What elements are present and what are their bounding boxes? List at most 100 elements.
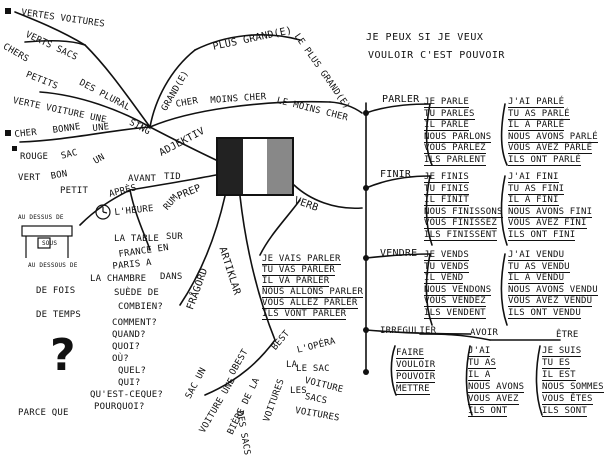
present-form: ILS PARLENT bbox=[424, 154, 486, 166]
avoir-form: IL A bbox=[468, 370, 491, 381]
past-form: VOUS AVEZ FINI bbox=[508, 218, 587, 229]
etre-form: NOUS SOMMES bbox=[542, 382, 604, 393]
past-form: J'AI FINI bbox=[508, 172, 559, 183]
avoir-form: J'AI bbox=[468, 346, 491, 357]
avoir-form: ILS ONT bbox=[468, 406, 508, 417]
avoir-form: VOUS AVEZ bbox=[468, 394, 519, 405]
adjektiv-item: PETIT bbox=[60, 186, 89, 196]
branch-lines bbox=[5, 8, 561, 416]
fragord-item: COMBIEN? bbox=[118, 302, 163, 312]
past-form: NOUS AVONS FINI bbox=[508, 206, 593, 218]
fragord-item: POURQUOI? bbox=[94, 402, 145, 412]
present-form: NOUS FINISSONS bbox=[424, 206, 503, 218]
verb-infinitive-finir: FINIR bbox=[380, 169, 412, 180]
present-form: JE PARLE bbox=[424, 97, 469, 108]
present-form: JE VENDS bbox=[424, 250, 469, 261]
aller-form: JE VAIS PARLER bbox=[262, 254, 341, 265]
past-form: ILS ONT VENDU bbox=[508, 307, 582, 319]
irregular-infinitive: FAIRE bbox=[396, 348, 425, 359]
present-form: ILS FINISSENT bbox=[424, 229, 498, 241]
prep-item: AU DESSOUS DE bbox=[28, 262, 78, 269]
past-form: J'AI PARLÉ bbox=[508, 97, 565, 108]
etre-form: JE SUIS bbox=[542, 346, 582, 357]
prep-item: SUR bbox=[166, 232, 183, 242]
present-form: TU FINIS bbox=[424, 183, 469, 195]
past-form: NOUS AVONS VENDU bbox=[508, 284, 598, 296]
prep-item: LA CHAMBRE bbox=[90, 274, 147, 284]
fragord-item: QUI? bbox=[118, 378, 141, 388]
verb-infinitive-vendre: VENDRE bbox=[380, 248, 418, 259]
past-form: IL A PARLÉ bbox=[508, 120, 565, 131]
etre-form: VOUS ÊTES bbox=[542, 394, 593, 405]
present-form: JE FINIS bbox=[424, 172, 469, 183]
adjektiv-item: VERT bbox=[18, 173, 41, 183]
past-form: NOUS AVONS PARLÉ bbox=[508, 131, 598, 143]
irregular-infinitive: POUVOIR bbox=[396, 372, 436, 383]
irregular-etre: ÊTRE bbox=[556, 330, 579, 340]
past-form: ILS ONT FINI bbox=[508, 229, 576, 241]
present-form: VOUS VENDEZ bbox=[424, 296, 486, 307]
present-form: IL FINIT bbox=[424, 195, 469, 206]
etre-form: ILS SONT bbox=[542, 406, 587, 417]
past-form: J'AI VENDU bbox=[508, 250, 565, 261]
fragord-item: PARCE QUE bbox=[18, 408, 69, 418]
artiklar-item: LA bbox=[286, 360, 298, 370]
etre-form: IL EST bbox=[542, 370, 576, 381]
prep-item: TID bbox=[164, 172, 181, 182]
irregular-avoir: AVOIR bbox=[470, 328, 499, 338]
verb-infinitive-parler: PARLER bbox=[382, 94, 420, 105]
present-form: TU PARLES bbox=[424, 108, 475, 120]
fragord-item: QUEL? bbox=[118, 366, 147, 376]
irregular-infinitive: VOULOIR bbox=[396, 360, 436, 371]
present-form: IL PARLE bbox=[424, 120, 469, 131]
mind-map: JE PEUX SI JE VEUX VOULOIR C'EST POUVOIR… bbox=[1, 8, 604, 456]
aller-form: NOUS ALLONS PARLER bbox=[262, 287, 364, 298]
aller-form: TU VAS PARLER bbox=[262, 265, 336, 276]
fragord-item: QU'EST-CEQUE? bbox=[90, 390, 164, 400]
present-form: ILS VENDENT bbox=[424, 307, 486, 319]
past-form: IL A FINI bbox=[508, 195, 559, 206]
french-flag bbox=[216, 137, 294, 196]
quote-line-2: VOULOIR C'EST POUVOIR bbox=[368, 50, 505, 61]
aller-form: ILS VONT PARLER bbox=[262, 309, 347, 320]
adjektiv-item: ROUGE bbox=[20, 152, 49, 162]
fragord-item: DE FOIS bbox=[36, 286, 76, 296]
past-form: VOUS AVEZ VENDU bbox=[508, 296, 593, 307]
past-form: TU AS PARLÉ bbox=[508, 108, 570, 120]
present-form: NOUS VENDONS bbox=[424, 284, 492, 296]
fragord-item: COMMENT? bbox=[112, 318, 157, 328]
flag-red-stripe bbox=[267, 139, 293, 194]
irregular-infinitive: METTRE bbox=[396, 384, 430, 395]
prep-item: AU DESSUS DE bbox=[18, 214, 64, 221]
fragord-item: QUOI? bbox=[112, 342, 141, 352]
artiklar-item: LES bbox=[290, 386, 307, 396]
artiklar-item: LE SAC bbox=[296, 364, 330, 374]
question-mark-icon: ? bbox=[50, 330, 76, 381]
quote-line-1: JE PEUX SI JE VEUX bbox=[366, 32, 484, 43]
present-form: VOUS PARLEZ bbox=[424, 143, 486, 154]
flag-blue-stripe bbox=[218, 139, 243, 194]
prep-item: AVANT bbox=[128, 174, 157, 184]
past-form: IL A VENDU bbox=[508, 273, 565, 284]
prep-item: LA TABLE bbox=[114, 234, 159, 244]
fragord-item: QUAND? bbox=[112, 330, 146, 340]
prep-item: DANS bbox=[160, 272, 183, 282]
irregular-label: IRREGULIER bbox=[380, 326, 437, 336]
present-form: VOUS FINISSEZ bbox=[424, 218, 498, 229]
past-form: TU AS FINI bbox=[508, 183, 565, 195]
fragord-item: OÙ? bbox=[112, 354, 129, 364]
avoir-form: TU AS bbox=[468, 358, 497, 369]
aller-form: VOUS ALLEZ PARLER bbox=[262, 298, 358, 309]
aller-form: IL VA PARLER bbox=[262, 276, 330, 287]
present-form: NOUS PARLONS bbox=[424, 131, 492, 143]
adjektiv-item: UNE bbox=[92, 122, 110, 134]
prep-item: SUÈDE DE bbox=[114, 288, 159, 298]
flag-white-stripe bbox=[242, 139, 268, 194]
fragord-item: DE TEMPS bbox=[36, 310, 81, 320]
present-form: TU VENDS bbox=[424, 261, 469, 273]
past-form: TU AS VENDU bbox=[508, 261, 570, 273]
etre-form: TU ES bbox=[542, 358, 571, 369]
past-form: VOUS AVEZ PARLÉ bbox=[508, 143, 593, 154]
prep-item: SOUS bbox=[42, 240, 58, 247]
present-form: IL VEND bbox=[424, 273, 464, 284]
